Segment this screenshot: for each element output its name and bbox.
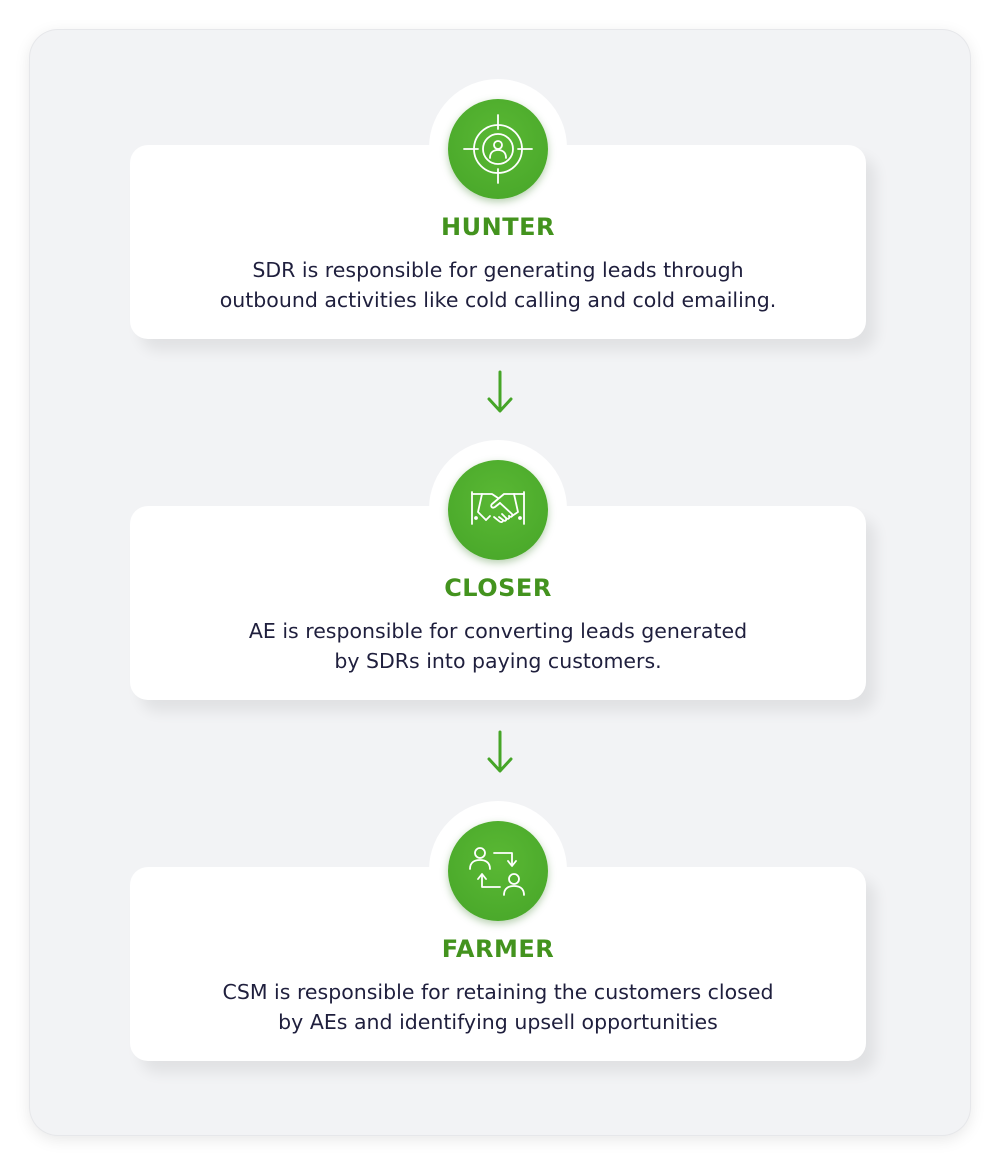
step-title: HUNTER (441, 213, 555, 241)
step-card: HUNTER SDR is responsible for generating… (130, 145, 866, 339)
step-description: SDR is responsible for generating leads … (150, 255, 846, 315)
step-card: CLOSER AE is responsible for converting … (130, 506, 866, 700)
step-title: FARMER (441, 935, 555, 963)
people-exchange-icon (469, 847, 525, 896)
icon-badge (448, 460, 548, 560)
target-person-icon (463, 114, 533, 184)
step-description: CSM is responsible for retaining the cus… (150, 977, 846, 1037)
step-description-line: SDR is responsible for generating leads … (252, 258, 744, 282)
step-description-line: AE is responsible for converting leads g… (248, 619, 748, 643)
step-description-line: outbound activities like cold calling an… (219, 288, 777, 312)
icon-badge (448, 821, 548, 921)
step-title: CLOSER (444, 574, 552, 602)
step-description-line: by AEs and identifying upsell opportunit… (278, 1010, 718, 1034)
handshake-icon (471, 491, 525, 525)
down-arrow-icon (485, 730, 515, 776)
icon-badge (448, 99, 548, 199)
step-description: AE is responsible for converting leads g… (150, 616, 846, 676)
step-description-line: by SDRs into paying customers. (334, 649, 662, 673)
down-arrow-icon (485, 370, 515, 416)
step-description-line: CSM is responsible for retaining the cus… (222, 980, 774, 1004)
